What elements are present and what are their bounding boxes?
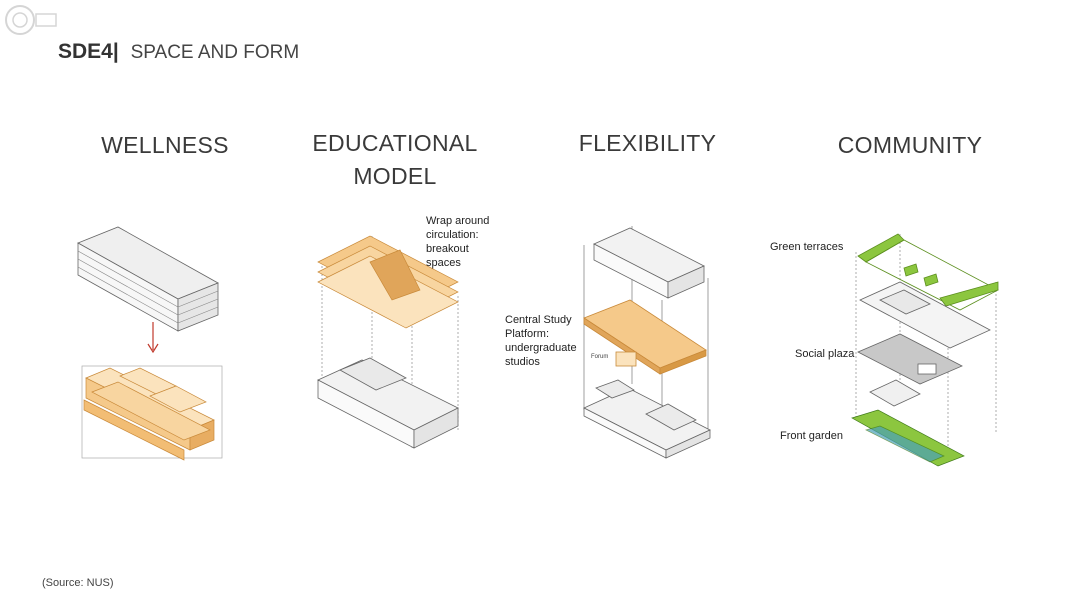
educational-title-line2: MODEL <box>353 163 437 189</box>
social-plaza <box>857 333 963 407</box>
front-garden-label: Front garden <box>780 430 843 442</box>
wrap-around-line2: circulation: <box>426 229 479 241</box>
wellness-orange-blocks <box>81 365 223 461</box>
header-separator: | <box>112 40 119 63</box>
column-title-educational: EDUCATIONAL MODEL <box>300 127 490 193</box>
central-study-line1: Central Study <box>505 314 572 326</box>
watermark-logo-icon <box>5 5 57 35</box>
wellness-title: WELLNESS <box>101 132 229 158</box>
educational-lower-floors <box>317 357 459 449</box>
central-study-platform <box>583 299 707 375</box>
central-study-line2: Platform: <box>505 328 550 340</box>
central-study-note: Central Study Platform: undergraduate st… <box>505 313 577 369</box>
arrow-down-icon <box>147 322 159 354</box>
central-study-line3: undergraduate <box>505 342 577 354</box>
wellness-stacked-block <box>77 226 219 332</box>
community-title: COMMUNITY <box>837 132 983 158</box>
social-plaza-label: Social plaza <box>795 348 855 360</box>
header-subtitle: SPACE AND FORM <box>130 42 300 63</box>
front-garden <box>851 409 965 467</box>
wrap-around-line1: Wrap around <box>426 215 490 227</box>
source-caption: (Source: NUS) <box>42 577 114 589</box>
header-code: SDE4 <box>58 40 113 63</box>
column-title-community: COMMUNITY <box>820 129 1000 162</box>
wrap-around-note: Wrap around circulation: breakout spaces <box>426 214 489 270</box>
column-title-flexibility: FLEXIBILITY <box>565 127 730 160</box>
community-mid-floor <box>859 281 991 349</box>
central-study-line4: studios <box>505 356 540 368</box>
flexibility-title: FLEXIBILITY <box>578 130 717 156</box>
educational-title-line1: EDUCATIONAL <box>312 130 478 156</box>
page-header: SDE4| SPACE AND FORM <box>58 40 299 64</box>
green-terraces-label: Green terraces <box>770 241 844 253</box>
educational-orange-slabs <box>317 235 459 329</box>
wrap-around-line3: breakout <box>426 243 469 255</box>
flexibility-base <box>583 379 711 459</box>
green-terraces-roof <box>857 233 999 311</box>
flexibility-top-roof <box>593 227 705 299</box>
forum-label: Forum <box>591 354 609 360</box>
wrap-around-line4: spaces <box>426 257 461 269</box>
column-title-wellness: WELLNESS <box>85 129 245 162</box>
